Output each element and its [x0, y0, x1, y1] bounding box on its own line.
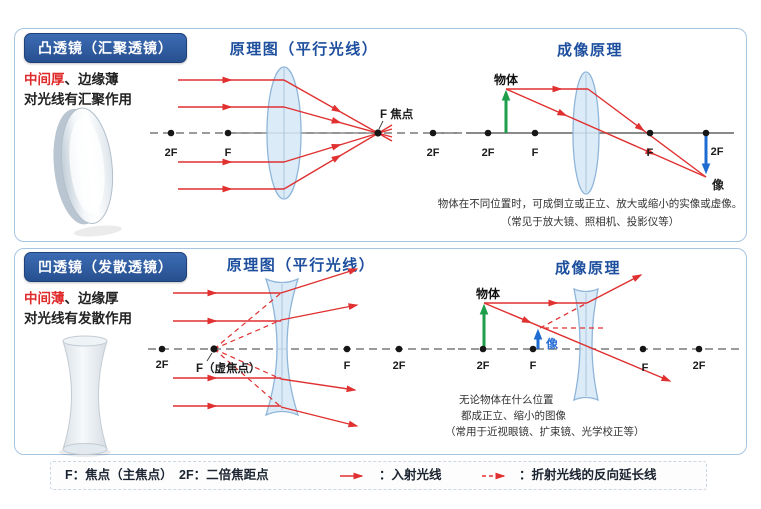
convex-caption-line2: （常见于放大镜、照相机、投影仪等） [500, 216, 680, 228]
concave-feature-line2: 对光线有发散作用 [24, 310, 132, 326]
convex-principle-title: 原理图（平行光线） [229, 41, 379, 58]
convex-feature-rest: 、边缘薄 [64, 72, 119, 87]
legend-incident-ray-label: ：入射光线 [379, 468, 442, 482]
badge-convex-label: 凸透镜（汇聚透镜） [38, 40, 173, 56]
convex-feature-highlight: 中间厚 [24, 72, 65, 87]
concave-feature-highlight: 中间薄 [24, 291, 65, 306]
convex-feature-text: 中间厚、边缘薄 对光线有汇聚作用 [24, 70, 132, 109]
legend-extension-line-label: ：折射光线的反向延长线 [519, 468, 657, 482]
legend: F：焦点（主焦点） 2F：二倍焦距点 ：入射光线 ：折射光线的反向延长线 [50, 461, 707, 490]
legend-focus-definition: F：焦点（主焦点） [65, 468, 173, 482]
concave-feature-line1: 中间薄、边缘厚 [24, 289, 132, 309]
convex-caption-line1: 物体在不同位置时，可成倒立或正立、放大或缩小的实像或虚像。 [437, 198, 743, 210]
convex-imaging-title: 成像原理 [556, 42, 623, 59]
badge-concave-lens: 凹透镜（发散透镜） [24, 252, 187, 282]
concave-feature-text: 中间薄、边缘厚 对光线有发散作用 [24, 289, 132, 328]
concave-imaging-title: 成像原理 [554, 260, 621, 277]
concave-caption-line1: 无论物体在什么位置 [459, 394, 554, 406]
concave-principle-title: 原理图（平行光线） [226, 257, 376, 274]
convex-feature-line1: 中间厚、边缘薄 [24, 70, 132, 90]
badge-convex-lens: 凸透镜（汇聚透镜） [24, 33, 187, 63]
concave-caption-line2: 都成正立、缩小的图像 [461, 410, 566, 422]
badge-concave-label: 凹透镜（发散透镜） [38, 259, 173, 275]
legend-double-focus-definition: 2F：二倍焦距点 [179, 468, 269, 482]
convex-feature-line2: 对光线有汇聚作用 [24, 91, 132, 107]
concave-caption-line3: （常用于近视眼镜、扩束镜、光学校正等） [445, 426, 645, 438]
concave-feature-rest: 、边缘厚 [64, 291, 119, 306]
